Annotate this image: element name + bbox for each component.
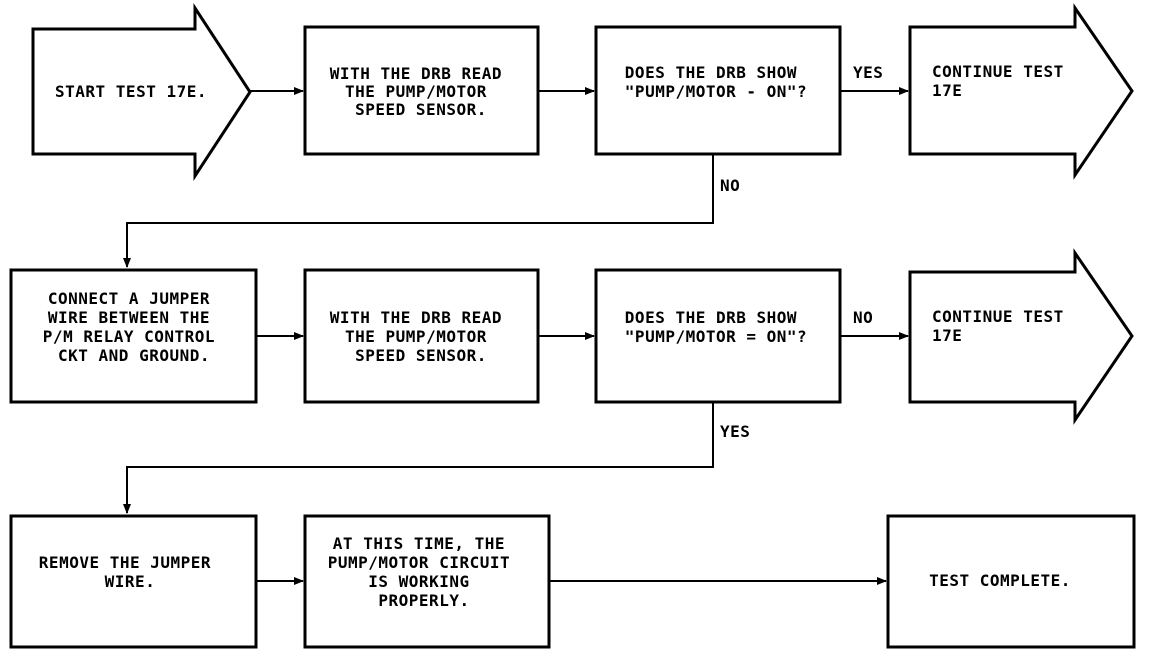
connect-jumper-box: CONNECT A JUMPER WIRE BETWEEN THE P/M RE… — [9, 268, 258, 404]
read-sensor-text-1: WITH THE DRB READ THE PUMP/MOTOR SPEED S… — [330, 64, 512, 119]
continue-test-arrow-2: CONTINUE TEST 17E — [908, 248, 1134, 425]
read-sensor-text-2: WITH THE DRB READ THE PUMP/MOTOR SPEED S… — [330, 308, 512, 365]
question-text-2: DOES THE DRB SHOW "PUMP/MOTOR = ON"? — [625, 308, 807, 346]
question-box-2: DOES THE DRB SHOW "PUMP/MOTOR = ON"? — [594, 268, 842, 404]
test-complete-text: TEST COMPLETE. — [929, 571, 1071, 590]
question-box-1: DOES THE DRB SHOW "PUMP/MOTOR - ON"? — [594, 25, 842, 156]
start-test-arrow-shape: START TEST 17E. — [31, 2, 252, 182]
q1-no-label: NO — [720, 176, 740, 195]
circuit-working-box: AT THIS TIME, THE PUMP/MOTOR CIRCUIT IS … — [303, 514, 551, 649]
start-test-label: START TEST 17E. — [55, 82, 207, 101]
connector-question1-no — [123, 154, 714, 268]
continue-test-text-2: CONTINUE TEST 17E — [932, 307, 1074, 345]
connector-question2-yes — [123, 402, 714, 514]
q1-yes-label: YES — [853, 63, 883, 82]
circuit-working-text: AT THIS TIME, THE PUMP/MOTOR CIRCUIT IS … — [328, 534, 521, 610]
q2-yes-label: YES — [720, 422, 750, 441]
connect-jumper-text: CONNECT A JUMPER WIRE BETWEEN THE P/M RE… — [43, 289, 225, 365]
continue-test-text-1: CONTINUE TEST 17E — [932, 62, 1074, 100]
q2-no-label: NO — [853, 308, 873, 327]
question-text-1: DOES THE DRB SHOW "PUMP/MOTOR - ON"? — [625, 63, 807, 101]
read-sensor-box-1: WITH THE DRB READ THE PUMP/MOTOR SPEED S… — [303, 25, 540, 156]
remove-jumper-text: REMOVE THE JUMPER WIRE. — [39, 553, 221, 591]
continue-test-arrow-1: CONTINUE TEST 17E — [908, 3, 1134, 180]
remove-jumper-box: REMOVE THE JUMPER WIRE. — [9, 514, 258, 649]
read-sensor-box-2: WITH THE DRB READ THE PUMP/MOTOR SPEED S… — [303, 268, 540, 404]
test-complete-box: TEST COMPLETE. — [886, 514, 1136, 649]
